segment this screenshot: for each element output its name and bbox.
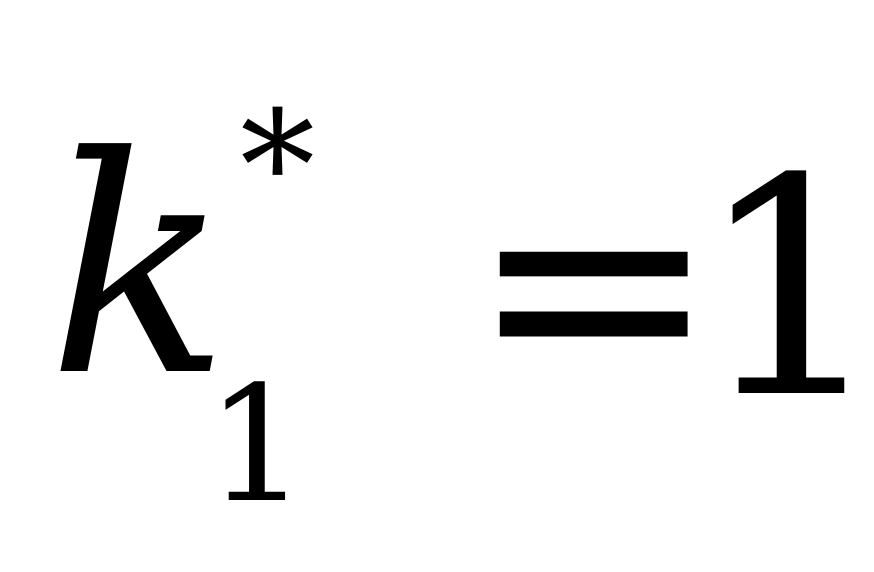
subscript-one: 1 xyxy=(206,351,308,538)
superscript-asterisk: * xyxy=(240,80,315,254)
equals-sign: = xyxy=(468,110,720,459)
value-one: 1 xyxy=(696,115,874,464)
variable-k: k xyxy=(48,93,230,442)
